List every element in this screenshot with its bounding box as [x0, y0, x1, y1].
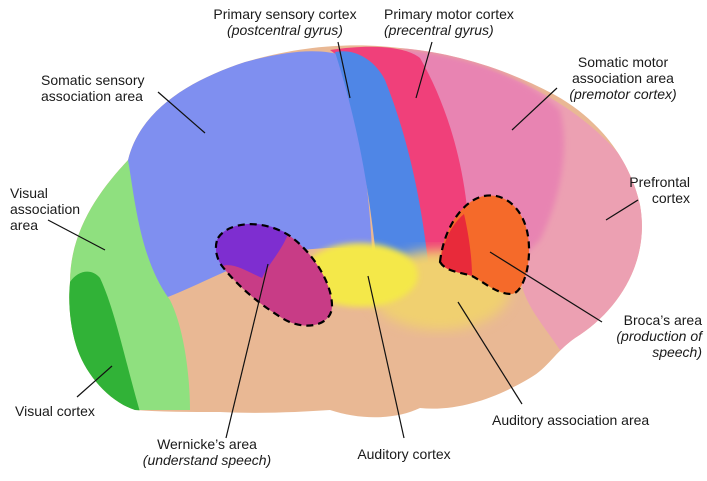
region-primary-sensory: [335, 51, 428, 265]
label-wernickes: Wernicke’s area (understand speech): [142, 436, 272, 468]
leader-primary-sensory: [337, 41, 351, 99]
label-prefrontal: Prefrontal cortex: [629, 174, 690, 206]
label-auditory-assoc: Auditory association area: [492, 412, 650, 428]
leader-somatic-sensory-assoc: [157, 91, 206, 134]
leader-wernickes: [225, 263, 269, 439]
leader-prefrontal: [605, 199, 639, 221]
wernicke-region: [214, 223, 334, 327]
broca-dashed-outline: [438, 194, 531, 296]
label-somatic-motor-assoc: Somatic motor association area (premotor…: [569, 54, 677, 102]
region-visual-cortex: [69, 271, 140, 412]
leader-auditory-cortex: [367, 275, 405, 439]
leader-brocas: [489, 251, 603, 323]
leader-visual-assoc: [47, 219, 106, 251]
label-visual-cortex: Visual cortex: [15, 403, 95, 419]
region-auditory-cortex: [302, 243, 418, 307]
broca-region: [438, 194, 531, 296]
label-primary-motor: Primary motor cortex (precentral gyrus): [384, 6, 514, 38]
label-somatic-sensory-assoc: Somatic sensory association area: [41, 72, 145, 104]
label-auditory-cortex: Auditory cortex: [357, 446, 451, 462]
label-visual-assoc: Visual association area: [10, 185, 81, 233]
label-primary-sensory: Primary sensory cortex (postcentral gyru…: [213, 6, 357, 38]
region-somatic-sensory-assoc: [107, 51, 372, 301]
leader-somatic-motor-assoc: [511, 87, 558, 131]
leader-primary-motor: [415, 41, 433, 99]
wernicke-dashed-outline: [214, 223, 334, 327]
region-primary-motor: [330, 46, 470, 272]
label-brocas: Broca’s area (production of speech): [616, 312, 702, 360]
leader-visual-cortex: [76, 365, 113, 398]
leader-auditory-assoc: [457, 301, 523, 405]
